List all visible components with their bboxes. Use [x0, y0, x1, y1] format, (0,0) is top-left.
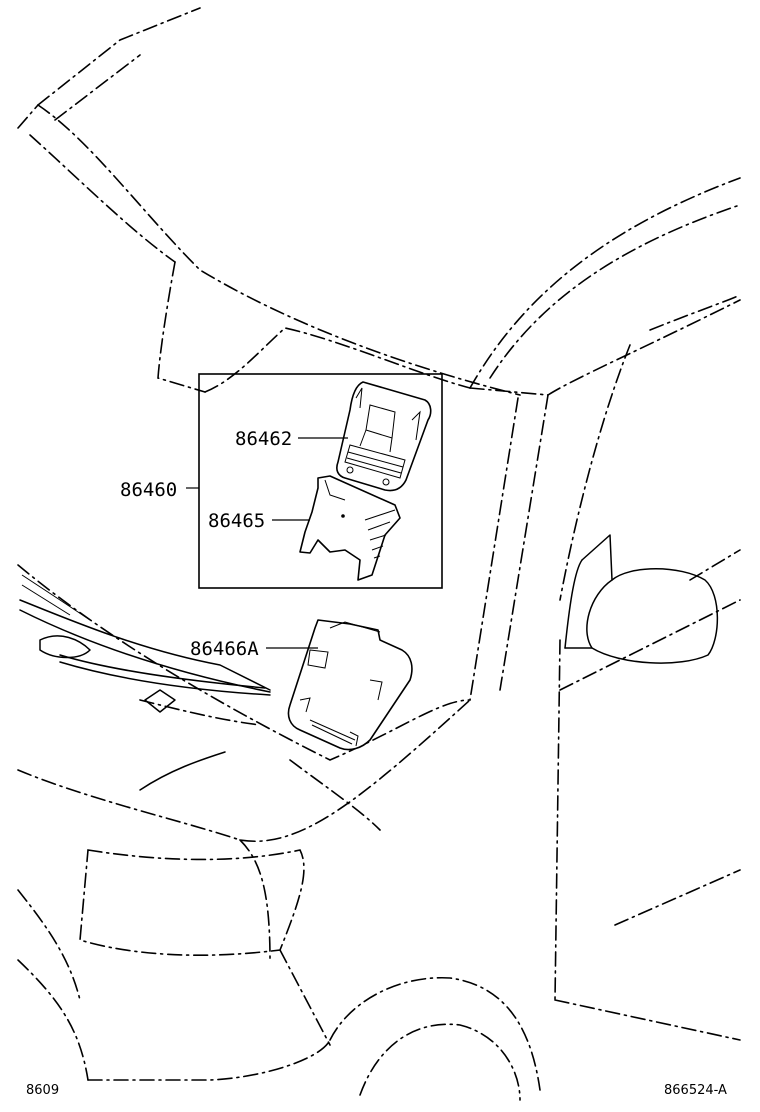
label-part-c: 86466A	[190, 638, 259, 660]
assembly-box	[198, 373, 443, 589]
leader-lines	[186, 437, 348, 649]
corner-code-right: 866524-A	[664, 1083, 727, 1098]
part-86462-housing	[336, 381, 432, 492]
label-part-b: 86465	[208, 510, 265, 532]
vehicle-outline	[17, 7, 741, 1101]
corner-code-left: 8609	[26, 1083, 59, 1098]
part-86466A-cover	[287, 619, 413, 751]
label-assembly: 86460	[120, 479, 177, 501]
vehicle-details	[19, 534, 719, 791]
label-part-a: 86462	[235, 428, 292, 450]
part-86465-bracket	[299, 475, 401, 581]
